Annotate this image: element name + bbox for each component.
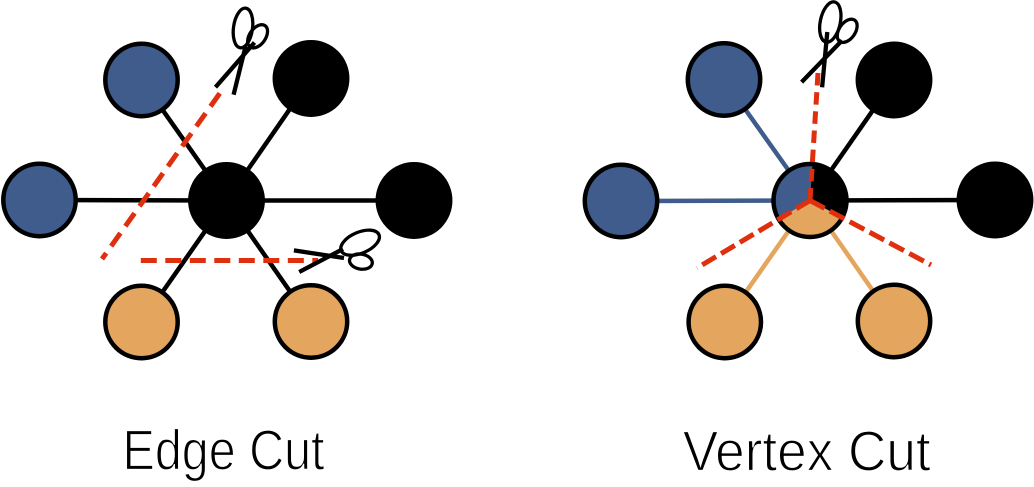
- svg-text:Vertex Cut: Vertex Cut: [683, 420, 931, 483]
- svg-text:Edge Cut: Edge Cut: [123, 419, 325, 482]
